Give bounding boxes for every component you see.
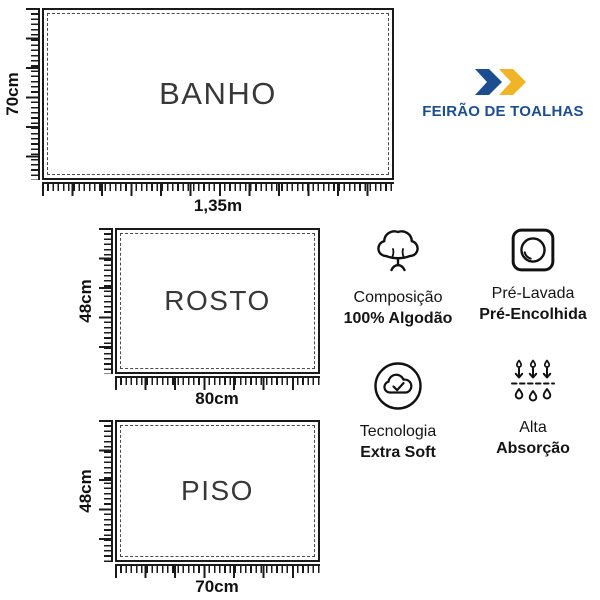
feature-value: 100% Algodão [343,310,453,327]
feature-absorption: Alta Absorção [463,356,600,458]
rosto-width-value: 80cm [195,389,239,408]
piso-label: PISO [181,475,254,506]
piso-towel-diagram: PISO [115,420,320,562]
feature-title: Alta [519,419,547,436]
banho-height-value: 70cm [3,72,22,116]
piso-width-value: 70cm [195,577,239,596]
feature-value: Absorção [496,440,570,457]
banho-width-ruler [42,182,394,196]
banho-label: BANHO [159,76,277,111]
rosto-towel-diagram: ROSTO [115,228,320,374]
piso-width-ruler [115,564,320,578]
rosto-height-value: 48cm [76,279,95,323]
cotton-icon [377,230,419,272]
soft-cloud-check-icon [374,362,422,410]
feature-title: Pré-Lavada [491,285,575,302]
water-absorption-icon [511,359,555,402]
rosto-label: ROSTO [164,285,271,316]
feature-prewashed: Pré-Lavada Pré-Encolhida [463,226,600,324]
brand-name: FEIRÃO DE TOALHAS [422,103,584,120]
feature-value: Pré-Encolhida [479,306,587,323]
feature-title: Composição [353,289,443,306]
banho-height-ruler [26,8,40,180]
rosto-height-ruler [99,228,113,374]
feature-extra-soft: Tecnologia Extra Soft [328,360,468,462]
feature-title: Tecnologia [359,423,437,440]
piso-height-value: 48cm [76,469,95,513]
feature-value: Extra Soft [360,444,436,461]
banho-width-value: 1,35m [193,196,243,215]
washing-machine-icon [511,228,555,272]
rosto-width-ruler [115,376,320,390]
feature-composition: Composição 100% Algodão [328,224,468,328]
banho-towel-diagram: BANHO [42,8,394,180]
piso-height-ruler [99,420,113,562]
brand-chevrons-icon [475,69,526,95]
brand-logo: FEIRÃO DE TOALHAS [410,68,596,120]
